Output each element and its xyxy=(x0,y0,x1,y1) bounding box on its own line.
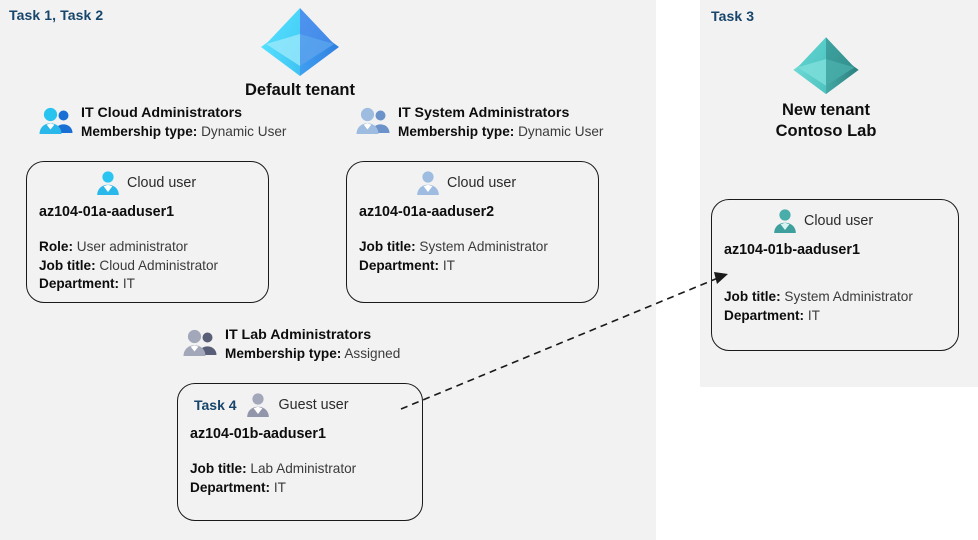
group-membership-label: Membership type: xyxy=(225,345,342,361)
card-attribute-label: Role: xyxy=(39,239,73,254)
card-user-principal-name: az104-01a-aaduser2 xyxy=(359,204,495,220)
task-label-3: Task 3 xyxy=(711,8,755,24)
group-text: IT System Administrators Membership type… xyxy=(398,104,603,141)
card-attributes: Job title: System Administrator Departme… xyxy=(359,238,586,275)
card-attribute-department: Department: IT xyxy=(359,257,586,276)
group-membership-label: Membership type: xyxy=(81,123,198,139)
card-attribute-role: Role: User administrator xyxy=(39,238,256,257)
card-attribute-label: Job title: xyxy=(724,289,781,304)
card-attribute-department: Department: IT xyxy=(724,307,946,326)
group-name: IT System Administrators xyxy=(398,105,570,121)
new-tenant-block: New tenant Contoso Lab xyxy=(726,32,926,141)
group-users-icon xyxy=(39,108,73,135)
card-attribute-label: Department: xyxy=(190,479,271,495)
azure-ad-tenant-icon xyxy=(793,37,859,95)
card-attribute-value: Lab Administrator xyxy=(250,461,357,476)
cloud-user-icon xyxy=(417,171,439,195)
cloud-user-icon xyxy=(774,209,796,233)
group-users-icon xyxy=(356,108,390,135)
card-attribute-job-title: Job title: System Administrator xyxy=(724,288,946,307)
card-attribute-label: Job title: xyxy=(39,257,96,273)
card-attribute-job-title: Job title: Lab Administrator xyxy=(190,460,410,479)
card-attribute-label: Department: xyxy=(39,276,120,292)
card-user-kind: Cloud user xyxy=(127,175,197,191)
user-card-az104-01b-aaduser1-guest: Task 4 Guest user az104-01b-aaduser1 Job… xyxy=(177,383,423,521)
task-label-1-2: Task 1, Task 2 xyxy=(9,7,104,23)
azure-ad-tenant-icon xyxy=(261,8,339,76)
group-name: IT Cloud Administrators xyxy=(81,105,243,121)
card-user-kind: Cloud user xyxy=(804,213,874,229)
card-attribute-label: Job title: xyxy=(359,239,416,254)
group-membership-type: Membership type: Dynamic User xyxy=(398,123,603,141)
card-attribute-label: Department: xyxy=(359,257,440,273)
group-text: IT Cloud Administrators Membership type:… xyxy=(81,104,286,141)
card-attribute-label: Job title: xyxy=(190,461,247,476)
default-tenant-name: Default tenant xyxy=(244,81,355,99)
group-membership-type: Membership type: Assigned xyxy=(225,345,400,363)
card-user-kind: Cloud user xyxy=(447,175,517,191)
card-header: Cloud user xyxy=(39,168,256,198)
user-card-az104-01b-aaduser1-cloud: Cloud user az104-01b-aaduser1 Job title:… xyxy=(711,199,959,351)
group-name: IT Lab Administrators xyxy=(225,327,372,343)
default-tenant-block: Default tenant xyxy=(200,4,400,101)
group-membership-value: Dynamic User xyxy=(518,123,604,139)
group-membership-value: Dynamic User xyxy=(201,123,287,139)
card-attribute-value: User administrator xyxy=(76,239,188,254)
card-attributes: Job title: Lab Administrator Department:… xyxy=(190,460,410,497)
cloud-user-icon xyxy=(97,171,119,195)
group-it-system-administrators: IT System Administrators Membership type… xyxy=(355,104,603,141)
group-membership-type: Membership type: Dynamic User xyxy=(81,123,286,141)
guest-user-icon xyxy=(246,393,269,417)
card-attribute-department: Department: IT xyxy=(190,479,410,498)
card-attribute-value: IT xyxy=(122,276,135,292)
default-tenant-panel xyxy=(0,0,656,540)
card-attribute-label: Department: xyxy=(724,307,805,323)
new-tenant-name-line1: New tenant xyxy=(781,101,870,119)
group-membership-label: Membership type: xyxy=(398,123,515,139)
user-card-az104-01a-aaduser2: Cloud user az104-01a-aaduser2 Job title:… xyxy=(346,161,599,303)
card-attribute-department: Department: IT xyxy=(39,275,256,294)
card-user-principal-name: az104-01b-aaduser1 xyxy=(190,426,326,442)
group-users-icon xyxy=(183,330,217,357)
card-user-kind: Guest user xyxy=(278,397,349,413)
card-attribute-value: Cloud Administrator xyxy=(99,257,219,273)
card-attributes: Role: User administrator Job title: Clou… xyxy=(39,238,256,294)
user-card-az104-01a-aaduser1: Cloud user az104-01a-aaduser1 Role: User… xyxy=(26,161,269,303)
card-attribute-value: IT xyxy=(807,307,820,323)
card-attribute-job-title: Job title: Cloud Administrator xyxy=(39,257,256,276)
task-label-4: Task 4 xyxy=(194,397,237,413)
card-attribute-value: System Administrator xyxy=(784,289,913,304)
group-text: IT Lab Administrators Membership type: A… xyxy=(225,326,400,363)
group-membership-value: Assigned xyxy=(344,345,401,361)
new-tenant-name-line2: Contoso Lab xyxy=(775,121,877,140)
card-attribute-job-title: Job title: System Administrator xyxy=(359,238,586,257)
card-user-principal-name: az104-01a-aaduser1 xyxy=(39,204,175,220)
card-attributes: Job title: System Administrator Departme… xyxy=(724,288,946,325)
card-header: Cloud user xyxy=(724,206,946,236)
card-attribute-value: System Administrator xyxy=(419,239,548,254)
group-it-cloud-administrators: IT Cloud Administrators Membership type:… xyxy=(38,104,286,141)
card-attribute-value: IT xyxy=(273,479,286,495)
card-header: Cloud user xyxy=(359,168,586,198)
group-it-lab-administrators: IT Lab Administrators Membership type: A… xyxy=(182,326,400,363)
card-user-principal-name: az104-01b-aaduser1 xyxy=(724,242,860,258)
card-header: Task 4 Guest user xyxy=(190,390,410,420)
card-attribute-value: IT xyxy=(442,257,455,273)
